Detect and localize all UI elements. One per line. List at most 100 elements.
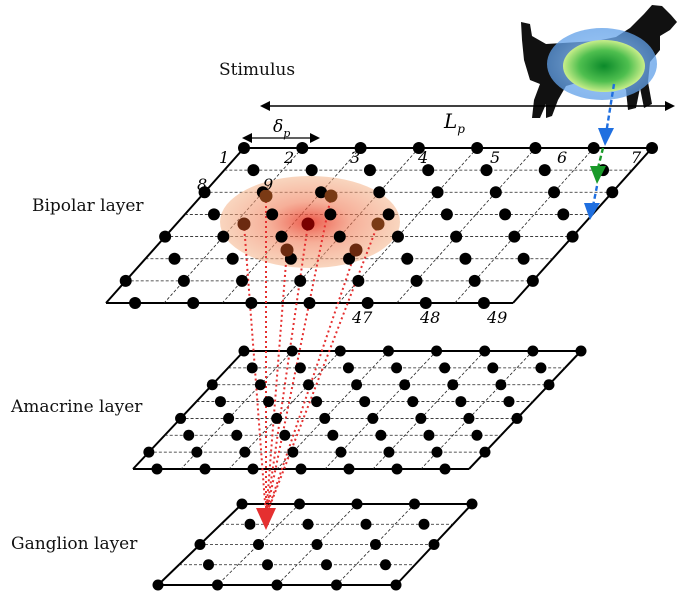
amacrine-cell-node	[399, 379, 411, 391]
amacrine-cell-node	[302, 379, 314, 391]
amacrine-cell-node	[479, 345, 491, 357]
cell-number: 3	[350, 148, 360, 167]
bipolar-cell-node	[363, 164, 376, 177]
bipolar-cell-node	[480, 164, 493, 177]
bipolar-cell-node	[168, 252, 181, 265]
bipolar-cell-node	[324, 208, 337, 221]
bipolar-cell-node	[238, 142, 250, 154]
amacrine-cell-node	[191, 446, 203, 458]
bipolar-cell-node	[391, 230, 404, 243]
amacrine-cell-node	[391, 463, 403, 475]
ganglion-cell-node	[380, 559, 391, 571]
amacrine-cell-node	[199, 463, 211, 475]
cell-number: 7	[631, 148, 642, 167]
stimulus-spot	[563, 40, 645, 92]
amacrine-layer-label: Amacrine layer	[11, 397, 143, 417]
cell-number: 5	[490, 148, 500, 167]
ganglion-cell-node	[321, 559, 332, 571]
stimulus-input-arrows	[584, 83, 616, 220]
bipolar-cell-node	[207, 208, 220, 221]
bipolar-cell-node	[606, 186, 619, 199]
bipolar-cell-node	[187, 297, 200, 309]
bipolar-cell-node	[373, 186, 386, 199]
cell-number: 48	[419, 308, 440, 327]
ganglion-cell-node	[203, 559, 214, 571]
bipolar-cell-node	[548, 186, 561, 199]
bipolar-cell-node	[412, 142, 425, 154]
projection-line	[265, 223, 379, 517]
bipolar-cell-node	[361, 297, 374, 309]
amacrine-cell-node	[231, 429, 243, 441]
amacrine-cell-node	[415, 412, 427, 424]
bipolar-cell-node	[517, 252, 530, 265]
bipolar-cell-node	[305, 164, 318, 177]
amacrine-cell-node	[423, 429, 435, 441]
amacrine-cell-node	[247, 463, 259, 475]
amacrine-cell-node	[479, 446, 491, 458]
bipolar-cell-node	[401, 252, 414, 265]
bipolar-cell-node	[275, 230, 288, 243]
receptive-field-cell	[349, 243, 363, 257]
ganglion-cell-node	[418, 518, 430, 530]
amacrine-cell-node	[246, 362, 258, 374]
amacrine-cell-node	[575, 345, 587, 357]
amacrine-cell-node	[439, 463, 451, 475]
amacrine-cell-node	[343, 463, 355, 475]
receptive-field-cell	[301, 217, 315, 231]
bipolar-cell-node	[129, 297, 142, 309]
amacrine-cell-node	[535, 362, 547, 374]
amacrine-cell-node	[311, 396, 323, 408]
amacrine-cell-node	[351, 379, 363, 391]
cell-nodes	[119, 142, 658, 591]
amacrine-cell-node	[223, 412, 235, 424]
bipolar-cell-node	[333, 230, 346, 243]
amacrine-cell-node	[383, 446, 395, 458]
amacrine-cell-node	[183, 429, 195, 441]
amacrine-cell-node	[471, 429, 483, 441]
amacrine-cell-node	[319, 412, 331, 424]
bipolar-cell-node	[508, 230, 521, 243]
bipolar-layer-label: Bipolar layer	[32, 196, 144, 216]
projection-line	[265, 249, 288, 517]
cell-number: 4	[417, 148, 428, 167]
amacrine-cell-node	[367, 412, 379, 424]
bipolar-cell-node	[159, 230, 172, 243]
amacrine-cell-node	[238, 345, 250, 357]
amacrine-cell-node	[151, 463, 163, 475]
amacrine-cell-node	[503, 396, 515, 408]
amacrine-cell-node	[334, 345, 346, 357]
layer-grids	[105, 147, 653, 586]
ganglion-cell-node	[194, 539, 206, 550]
amacrine-cell-node	[455, 396, 467, 408]
amacrine-cell-node	[263, 396, 275, 408]
ganglion-cell-node	[370, 539, 381, 550]
receptive-field-cell	[371, 217, 385, 231]
lp-label: Lp	[443, 109, 465, 136]
delta-label: δp	[273, 117, 290, 140]
ganglion-cell-node	[390, 579, 402, 591]
ganglion-cell-node	[294, 498, 305, 510]
bipolar-cell-node	[422, 164, 435, 177]
ganglion-cell-node	[466, 498, 478, 510]
cell-number: 6	[557, 148, 567, 167]
amacrine-cell-node	[431, 345, 443, 357]
amacrine-cell-node	[382, 345, 394, 357]
amacrine-cell-node	[487, 362, 499, 374]
amacrine-cell-node	[254, 379, 266, 391]
bipolar-cell-node	[352, 274, 365, 287]
cell-number: 2	[283, 148, 294, 167]
receptive-field-cell	[259, 189, 273, 203]
ganglion-cell-node	[302, 518, 314, 530]
bipolar-cell-node	[247, 164, 260, 177]
ganglion-cell-node	[331, 579, 342, 591]
amacrine-cell-node	[463, 412, 475, 424]
bipolar-cell-node	[468, 274, 481, 287]
amacrine-cell-node	[335, 446, 347, 458]
ganglion-layer-label: Ganglion layer	[11, 534, 138, 554]
bipolar-cell-node	[526, 274, 539, 287]
amacrine-cell-node	[431, 446, 443, 458]
cell-number: 49	[486, 308, 507, 327]
bipolar-cell-node	[557, 208, 570, 221]
